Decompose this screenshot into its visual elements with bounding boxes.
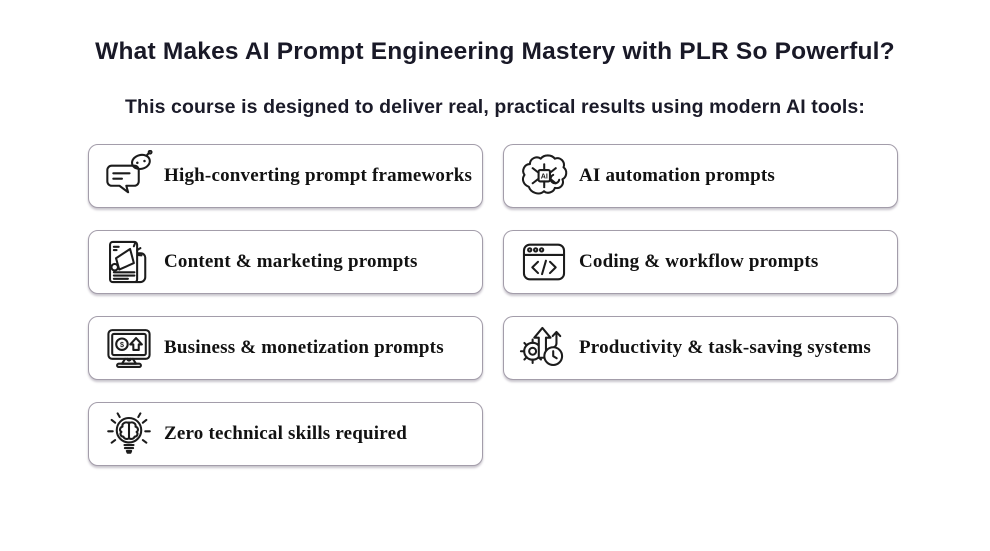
feature-card: Zero technical skills required [88, 402, 483, 466]
feature-label: Content & marketing prompts [164, 251, 418, 272]
hero-section: What Makes AI Prompt Engineering Mastery… [0, 37, 990, 119]
brain-ai-chip-icon: AI [517, 149, 571, 203]
feature-card: Coding & workflow prompts [503, 230, 898, 294]
feature-card: AI AI automation prompts [503, 144, 898, 208]
feature-label: Business & monetization prompts [164, 337, 444, 358]
feature-label: Coding & workflow prompts [579, 251, 819, 272]
feature-label: High-converting prompt frameworks [164, 165, 473, 186]
newspaper-megaphone-icon [102, 235, 156, 289]
code-window-icon [517, 235, 571, 289]
feature-card: Content & marketing prompts [88, 230, 483, 294]
chat-robot-icon [102, 149, 156, 203]
monitor-dollar-arrow-icon: $ [102, 321, 156, 375]
page-title: What Makes AI Prompt Engineering Mastery… [95, 38, 895, 65]
feature-card: $ Business & monetization prompts [88, 316, 483, 380]
lightbulb-brain-icon [102, 407, 156, 461]
page-subtitle: This course is designed to deliver real,… [125, 96, 865, 118]
feature-label: Productivity & task-saving systems [579, 337, 871, 358]
gear-arrow-clock-icon [517, 321, 571, 375]
feature-label: AI automation prompts [579, 165, 775, 186]
feature-card: High-converting prompt frameworks [88, 144, 483, 208]
ai-chip-text: AI [541, 172, 548, 180]
feature-card: Productivity & task-saving systems [503, 316, 898, 380]
feature-label: Zero technical skills required [164, 423, 407, 444]
dollar-glyph: $ [120, 341, 124, 349]
features-grid: High-converting prompt frameworks AI AI … [88, 144, 898, 466]
